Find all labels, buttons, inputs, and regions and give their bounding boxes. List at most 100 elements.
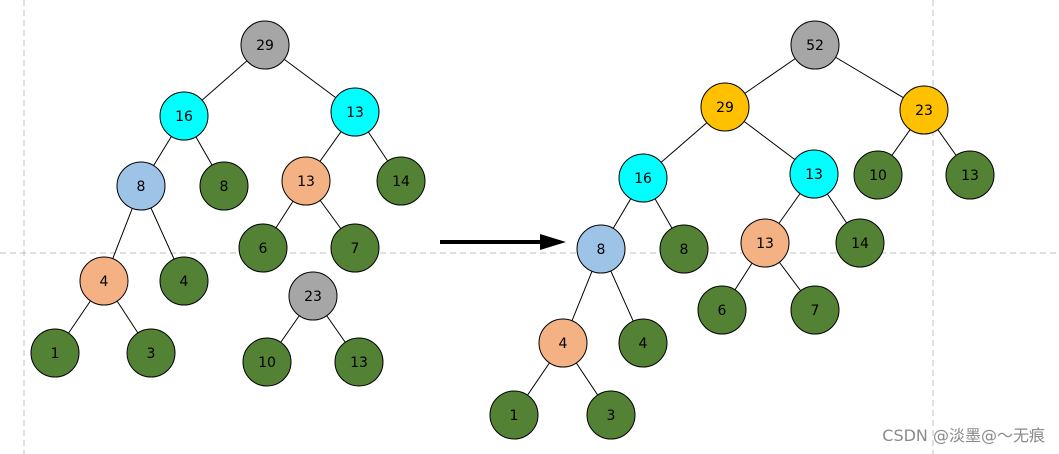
right-tree-node-label: 4 <box>559 336 568 352</box>
right-tree-node-circle <box>945 150 995 200</box>
arrow-head-icon <box>540 234 566 250</box>
right-tree-node-label: 13 <box>805 167 823 183</box>
left-tree-2-node-label: 23 <box>304 289 322 305</box>
merge-arrow <box>440 234 566 250</box>
left-tree-1-node: 7 <box>330 223 380 273</box>
left-tree-1-node-circle <box>159 91 209 141</box>
right-tree-node-label: 52 <box>806 38 824 54</box>
left-tree-1-node-label: 4 <box>100 274 109 290</box>
right-tree-node-label: 1 <box>510 408 519 424</box>
left-tree-1-node-circle <box>330 87 380 137</box>
right-tree-node-label: 13 <box>756 236 774 252</box>
right-tree-node-label: 14 <box>851 236 869 252</box>
left-tree-1-node: 29 <box>240 20 290 70</box>
right-tree-node: 52 <box>790 20 840 70</box>
right-tree-node: 8 <box>659 224 709 274</box>
right-tree-node-circle <box>789 149 839 199</box>
left-tree-1-node: 4 <box>159 256 209 306</box>
left-tree-2-node-label: 13 <box>350 355 368 371</box>
right-tree-node-label: 10 <box>869 168 887 184</box>
left-tree-1-node: 4 <box>79 256 129 306</box>
right-tree-node-label: 8 <box>597 242 606 258</box>
right-tree-node-circle <box>538 318 588 368</box>
left-tree-1-node-circle <box>159 256 209 306</box>
right-tree-node-label: 7 <box>811 303 820 319</box>
left-tree-1-node: 8 <box>116 161 166 211</box>
left-tree-1-node-label: 3 <box>147 346 156 362</box>
left-tree-1-node-label: 1 <box>51 346 60 362</box>
left-tree-1-node: 16 <box>159 91 209 141</box>
left-tree-1-node-label: 13 <box>297 174 315 190</box>
right-tree-node: 8 <box>576 224 626 274</box>
right-tree-node-label: 29 <box>716 100 734 116</box>
right-tree-node: 10 <box>853 150 903 200</box>
left-tree-1-node-circle <box>116 161 166 211</box>
left-tree-1-node-circle <box>376 156 426 206</box>
left-tree-2-node-circle <box>242 337 292 387</box>
right-tree-node-label: 16 <box>634 171 652 187</box>
left-tree-1-node-circle <box>30 328 80 378</box>
right-tree-node-label: 6 <box>718 303 727 319</box>
left-tree-2-node-label: 10 <box>258 355 276 371</box>
left-tree-1-node-circle <box>126 328 176 378</box>
right-tree-node: 16 <box>618 153 668 203</box>
left-tree-1-node-label: 29 <box>256 38 274 54</box>
left-tree-1-node: 6 <box>238 223 288 273</box>
right-tree-node: 14 <box>835 218 885 268</box>
right-tree-node: 23 <box>899 85 949 135</box>
watermark: CSDN @淡墨@～无痕 <box>882 426 1045 445</box>
right-tree-node: 13 <box>740 218 790 268</box>
left-tree-1-node: 13 <box>330 87 380 137</box>
right-tree-node-label: 4 <box>639 336 648 352</box>
left-tree-2-node: 13 <box>334 337 384 387</box>
right-tree-node-circle <box>659 224 709 274</box>
right-tree-node: 4 <box>538 318 588 368</box>
right-tree-node-circle <box>586 390 636 440</box>
right-tree-node: 6 <box>697 285 747 335</box>
left-tree-1-node: 8 <box>199 161 249 211</box>
left-tree-1-node-label: 6 <box>259 241 268 257</box>
left-tree-1-node: 13 <box>281 156 331 206</box>
left-tree-1-node-circle <box>238 223 288 273</box>
left-tree-1-node-label: 4 <box>180 274 189 290</box>
right-tree-node-circle <box>618 153 668 203</box>
right-tree-node-label: 23 <box>915 103 933 119</box>
left-tree-1-node-circle <box>330 223 380 273</box>
right-tree-node: 29 <box>700 82 750 132</box>
left-tree-1-node-label: 8 <box>137 179 146 195</box>
left-tree-1-node-circle <box>281 156 331 206</box>
left-tree-1-node-label: 8 <box>220 179 229 195</box>
right-tree-node-circle <box>835 218 885 268</box>
right-tree-node-circle <box>899 85 949 135</box>
left-tree-1-node-label: 7 <box>351 241 360 257</box>
left-tree-1-node-label: 16 <box>175 109 193 125</box>
left-tree-2-node-circle <box>334 337 384 387</box>
left-tree-1-node-circle <box>240 20 290 70</box>
left-tree-1-node: 3 <box>126 328 176 378</box>
left-tree-1-node-circle <box>199 161 249 211</box>
left-tree-1-node: 14 <box>376 156 426 206</box>
right-tree-node: 4 <box>618 318 668 368</box>
right-tree-node-circle <box>618 318 668 368</box>
right-tree-node-circle <box>740 218 790 268</box>
right-tree-node-circle <box>790 20 840 70</box>
left-tree-1-node-label: 14 <box>392 174 410 190</box>
right-tree-node-label: 3 <box>607 408 616 424</box>
left-tree-2-node: 23 <box>288 271 338 321</box>
right-tree-node-circle <box>853 150 903 200</box>
right-tree-node-circle <box>489 390 539 440</box>
right-tree-node-label: 13 <box>961 168 979 184</box>
left-tree-1-node-label: 13 <box>346 105 364 121</box>
right-tree-node: 13 <box>789 149 839 199</box>
right-tree-node-label: 8 <box>680 242 689 258</box>
right-tree-node-circle <box>700 82 750 132</box>
left-tree-1-node: 1 <box>30 328 80 378</box>
right-tree-node: 13 <box>945 150 995 200</box>
right-tree-node-circle <box>790 285 840 335</box>
right-tree-node-circle <box>576 224 626 274</box>
left-tree-2-node: 10 <box>242 337 292 387</box>
right-tree-node: 1 <box>489 390 539 440</box>
left-tree-2-node-circle <box>288 271 338 321</box>
